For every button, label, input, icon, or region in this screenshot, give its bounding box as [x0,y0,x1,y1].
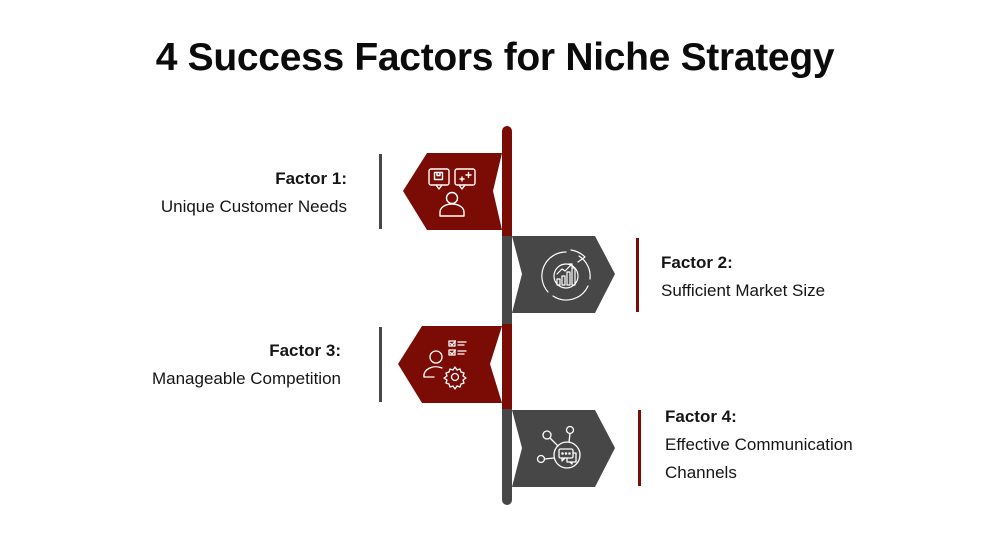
spine-segment-4 [502,409,512,505]
factor-3-text: Manageable Competition [151,369,341,388]
page-title: 4 Success Factors for Niche Strategy [155,36,835,79]
flag-factor-4 [512,410,615,487]
factor-1-heading: Factor 1: [275,169,347,188]
market-growth-chart-icon [541,249,591,301]
factor-3-accent-bar [379,327,382,402]
factor-3-label: Factor 3: Manageable Competition [152,337,341,393]
factor-1-label: Factor 1: Unique Customer Needs [161,165,347,221]
factor-4-text-line2: Channels [665,463,737,482]
factor-2-heading: Factor 2: [661,253,733,272]
spine-segment-3 [502,324,512,409]
flag-factor-2 [512,236,615,313]
timeline-spine [502,126,512,505]
customer-needs-icon [428,168,476,217]
factor-2-label: Factor 2: Sufficient Market Size [661,249,825,305]
spine-segment-2 [502,236,512,324]
factor-4-label: Factor 4: Effective Communication Channe… [665,403,853,487]
factor-4-text-line1: Effective Communication [665,435,853,454]
spine-segment-1 [502,126,512,236]
communication-network-icon [536,425,581,469]
factor-1-text: Unique Customer Needs [160,197,347,216]
factor-3-heading: Factor 3: [269,341,341,360]
factor-4-heading: Factor 4: [665,407,737,426]
factor-1-accent-bar [379,154,382,229]
flag-factor-3 [398,326,502,403]
factor-4-accent-bar [638,410,641,486]
competition-checklist-gear-icon [423,340,467,390]
flag-factor-1 [403,153,502,230]
factor-2-accent-bar [636,238,639,312]
factor-2-text: Sufficient Market Size [661,281,826,300]
